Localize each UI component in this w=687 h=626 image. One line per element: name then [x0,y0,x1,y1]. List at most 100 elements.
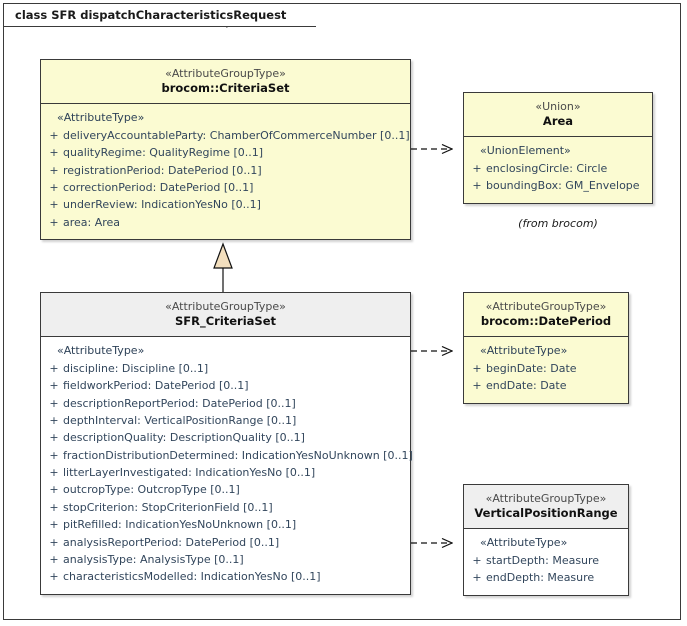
compartment-stereotype: «AttributeType» [57,343,145,357]
attribute-signature: litterLayerInvestigated: IndicationYesNo… [63,466,316,480]
attribute-signature: analysisReportPeriod: DatePeriod [0..1] [63,535,280,549]
class-name: SFR_CriteriaSet [174,314,277,329]
class-stereotype: «AttributeGroupType» [165,67,286,80]
attribute-row: + registrationPeriod: DatePeriod [0..1] [45,162,406,179]
attribute-row: + endDate: Date [468,377,624,394]
compartment-stereotype: «AttributeType» [480,535,568,549]
attribute-visibility: + [472,361,482,375]
attribute-visibility: + [49,396,59,410]
attribute-visibility: + [49,180,59,194]
attribute-signature: correctionPeriod: DatePeriod [0..1] [63,180,254,194]
attribute-signature: boundingBox: GM_Envelope [486,179,640,193]
class-attributes-verticalpositionrange: «AttributeType» + startDepth: Measure + … [464,528,628,595]
attribute-visibility: + [49,163,59,177]
attribute-row: + discipline: Discipline [0..1] [45,360,406,377]
attribute-visibility: + [49,448,59,462]
attribute-row: + enclosingCircle: Circle [468,160,648,177]
attribute-visibility: + [49,413,59,427]
class-note-area-from: (from brocom) [518,217,598,230]
attribute-signature: deliveryAccountableParty: ChamberOfComme… [63,128,410,142]
attribute-row: + underReview: IndicationYesNo [0..1] [45,196,406,213]
attribute-signature: depthInterval: VerticalPositionRange [0.… [63,413,297,427]
attribute-signature: descriptionReportPeriod: DatePeriod [0..… [63,396,296,410]
class-stereotype: «AttributeGroupType» [485,492,607,505]
attribute-visibility: + [49,146,59,160]
attribute-signature: pitRefilled: IndicationYesNoUnknown [0..… [63,518,297,532]
attribute-visibility: + [49,128,59,142]
attribute-signature: discipline: Discipline [0..1] [63,361,209,375]
attribute-signature: enclosingCircle: Circle [486,161,608,175]
attribute-signature: area: Area [63,215,121,229]
attribute-visibility: + [49,215,59,229]
attribute-row: + litterLayerInvestigated: IndicationYes… [45,464,406,481]
attribute-row: + fieldworkPeriod: DatePeriod [0..1] [45,377,406,394]
attribute-visibility: + [49,518,59,532]
attribute-signature: endDepth: Measure [486,571,595,585]
class-box-verticalpositionrange[interactable]: «AttributeGroupType» VerticalPositionRan… [463,484,629,596]
attribute-signature: characteristicsModelled: IndicationYesNo… [63,570,321,584]
class-name: brocom::CriteriaSet [161,81,290,96]
class-box-criteriaset[interactable]: «AttributeGroupType» brocom::CriteriaSet… [40,59,411,241]
attribute-row: + fractionDistributionDetermined: Indica… [45,447,412,464]
class-header-sfr-criteriaset: «AttributeGroupType» SFR_CriteriaSet [41,293,410,337]
attribute-signature: analysisType: AnalysisType [0..1] [63,552,244,566]
attribute-row: + descriptionReportPeriod: DatePeriod [0… [45,395,406,412]
class-name: VerticalPositionRange [474,506,618,521]
attribute-visibility: + [472,553,482,567]
compartment-stereotype: «AttributeType» [57,110,145,124]
attribute-signature: registrationPeriod: DatePeriod [0..1] [63,163,262,177]
attribute-signature: qualityRegime: QualityRegime [0..1] [63,146,264,160]
class-name: Area [542,114,574,129]
class-header-area: «Union» Area [464,93,652,137]
attribute-row: + area: Area [45,214,406,231]
class-attributes-sfr-criteriaset: «AttributeType» + discipline: Discipline… [41,336,413,594]
attribute-visibility: + [472,161,482,175]
class-box-area[interactable]: «Union» Area «UnionElement» + enclosingC… [463,92,653,204]
attribute-visibility: + [49,500,59,514]
attribute-signature: endDate: Date [486,379,567,393]
class-name: brocom::DatePeriod [480,314,612,329]
attribute-signature: descriptionQuality: DescriptionQuality [… [63,431,305,445]
attribute-signature: fieldworkPeriod: DatePeriod [0..1] [63,379,249,393]
attribute-row: + characteristicsModelled: IndicationYes… [45,568,406,585]
attribute-row: + analysisReportPeriod: DatePeriod [0..1… [45,534,406,551]
attribute-row: + analysisType: AnalysisType [0..1] [45,551,406,568]
class-stereotype: «AttributeGroupType» [165,300,286,313]
attribute-visibility: + [49,198,59,212]
attribute-row: + correctionPeriod: DatePeriod [0..1] [45,179,406,196]
attribute-signature: startDepth: Measure [486,553,600,567]
compartment-stereotype: «AttributeType» [480,343,568,357]
attribute-row: + beginDate: Date [468,360,624,377]
class-box-dateperiod[interactable]: «AttributeGroupType» brocom::DatePeriod … [463,292,629,404]
attribute-signature: fractionDistributionDetermined: Indicati… [63,448,413,462]
attribute-visibility: + [49,483,59,497]
class-header-verticalpositionrange: «AttributeGroupType» VerticalPositionRan… [464,485,628,529]
attribute-signature: outcropType: OutcropType [0..1] [63,483,240,497]
class-attributes-area: «UnionElement» + enclosingCircle: Circle… [464,136,652,203]
attribute-visibility: + [49,466,59,480]
attribute-row: + stopCriterion: StopCriterionField [0..… [45,499,406,516]
attribute-visibility: + [49,552,59,566]
class-stereotype: «Union» [535,100,581,113]
diagram-frame-label-tab: class SFR dispatchCharacteristicsRequest [3,3,317,27]
attribute-visibility: + [49,570,59,584]
class-header-criteriaset: «AttributeGroupType» brocom::CriteriaSet [41,60,410,104]
attribute-signature: underReview: IndicationYesNo [0..1] [63,198,261,212]
class-box-sfr-criteriaset[interactable]: «AttributeGroupType» SFR_CriteriaSet «At… [40,292,413,595]
attribute-row: + startDepth: Measure [468,552,624,569]
attribute-visibility: + [49,361,59,375]
attribute-row: + endDepth: Measure [468,569,624,586]
class-stereotype: «AttributeGroupType» [485,300,607,313]
class-attributes-criteriaset: «AttributeType» + deliveryAccountablePar… [41,103,410,240]
attribute-visibility: + [472,379,482,393]
attribute-visibility: + [472,179,482,193]
attribute-row: + outcropType: OutcropType [0..1] [45,481,406,498]
attribute-row: + boundingBox: GM_Envelope [468,177,648,194]
attribute-row: + depthInterval: VerticalPositionRange [… [45,412,406,429]
attribute-row: + descriptionQuality: DescriptionQuality… [45,429,406,446]
attribute-row: + pitRefilled: IndicationYesNoUnknown [0… [45,516,406,533]
attribute-visibility: + [49,379,59,393]
class-header-dateperiod: «AttributeGroupType» brocom::DatePeriod [464,293,628,337]
class-attributes-dateperiod: «AttributeType» + beginDate: Date + endD… [464,336,628,403]
